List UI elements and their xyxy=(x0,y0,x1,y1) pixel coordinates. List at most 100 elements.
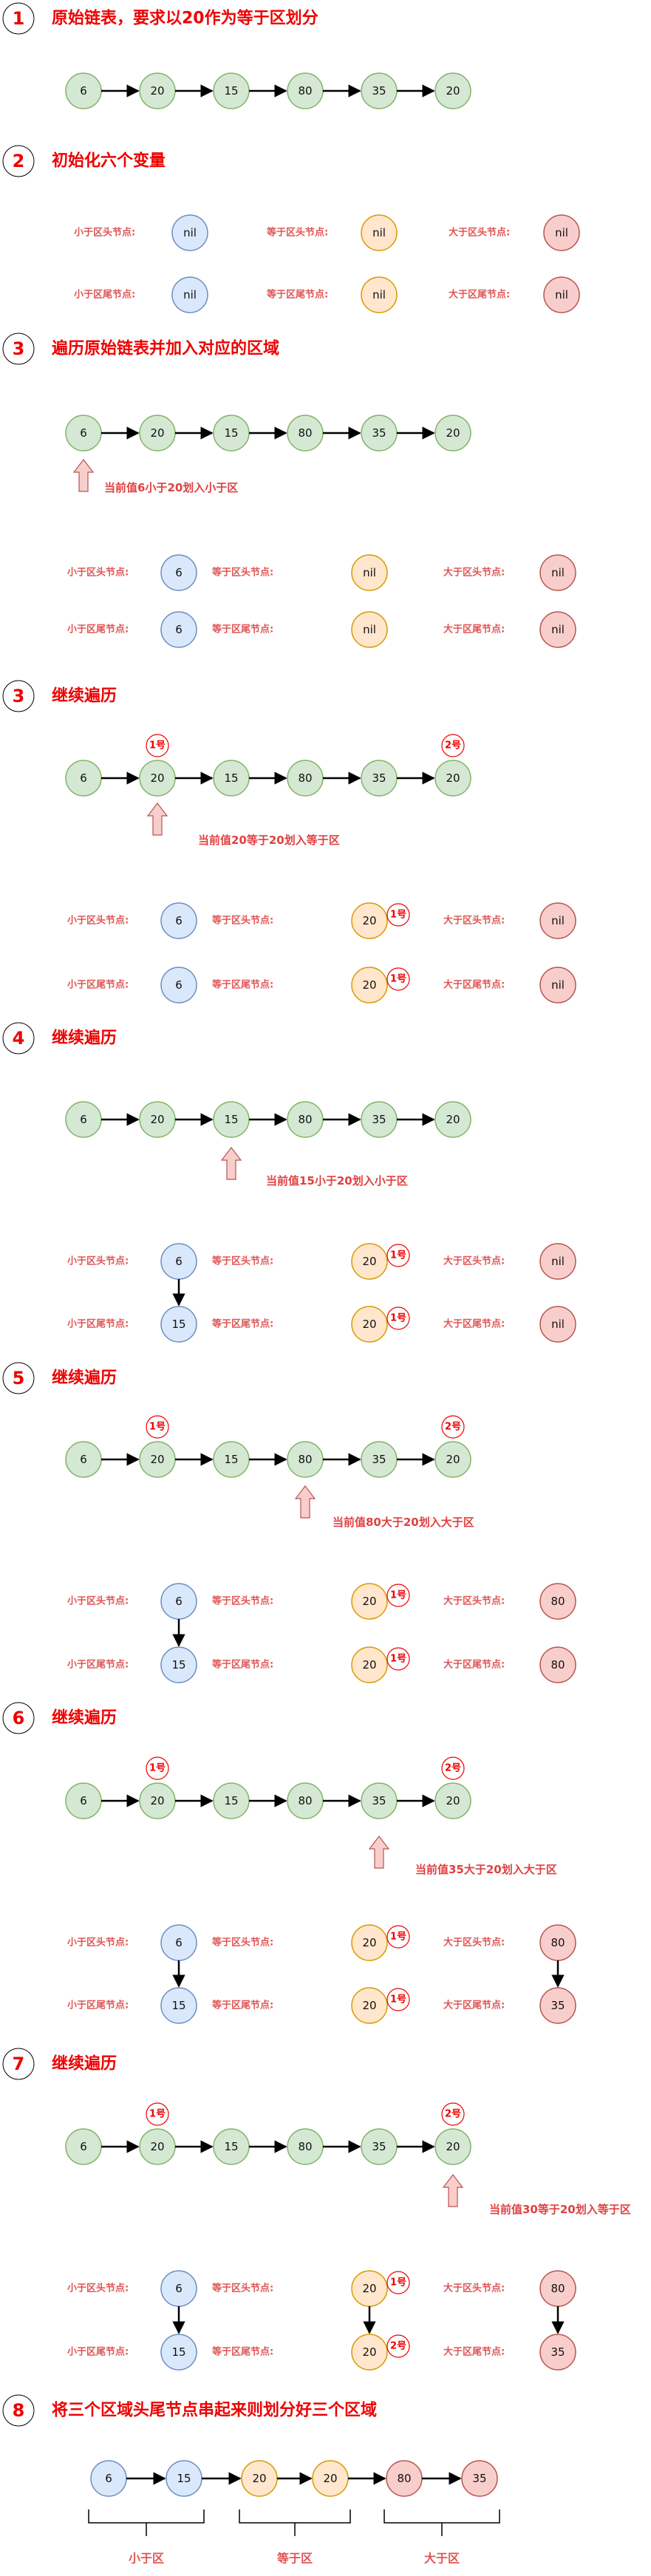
list-node-7-0-value: 6 xyxy=(80,2140,87,2153)
final-node-1-value: 15 xyxy=(177,2472,191,2485)
large-tail-node-6: 35 xyxy=(539,1987,576,2024)
equal_tail-label-7: 等于区尾节点: xyxy=(211,2346,273,2358)
list-node-5-4-value: 35 xyxy=(372,1453,386,1466)
small-tail-node-2-value: 6 xyxy=(175,623,183,636)
small-tail-node-6-circle xyxy=(160,1987,197,2024)
step-title: 继续遍历 xyxy=(52,1708,117,1728)
small_tail-label-7: 小于区尾节点: xyxy=(67,2346,129,2358)
large-tail-node-2: nil xyxy=(539,611,576,648)
equal-head-badge-5: 1号 xyxy=(386,1584,410,1607)
equal-head-badge-4: 1号 xyxy=(386,1244,410,1267)
step-title: 将三个区域头尾节点串起来则划分好三个区域 xyxy=(52,2401,377,2420)
large-head-node-5-circle xyxy=(539,1583,576,1620)
equal-head-badge-6-text: 1号 xyxy=(390,1932,406,1943)
large-tail-node-4-value: nil xyxy=(551,1318,565,1331)
small-tail-node-5: 15 xyxy=(160,1646,197,1683)
list-node-0-0-value: 6 xyxy=(80,84,87,98)
equal-tail-node-5-value: 20 xyxy=(362,1658,376,1672)
small-tail-node-5-circle xyxy=(160,1646,197,1683)
step-number-circle xyxy=(2,1022,35,1054)
large-tail-node-6-circle xyxy=(539,1987,576,2024)
large-head-node-2: nil xyxy=(539,554,576,591)
equal-head-badge-4-ring xyxy=(386,1244,410,1267)
current-pointer-arrow-5 xyxy=(294,1485,316,1519)
step-title: 初始化六个变量 xyxy=(52,151,166,171)
step-number: 7 xyxy=(13,2054,25,2074)
small-tail-node-1-value: nil xyxy=(183,288,197,301)
list-node-0-4-value: 35 xyxy=(372,84,386,98)
equal-head-badge-6-ring xyxy=(386,1925,410,1949)
step-number-circle xyxy=(2,1362,35,1394)
large_head-label-6: 大于区头节点: xyxy=(443,1937,505,1949)
list-node-0-5-value: 20 xyxy=(446,84,460,98)
small_head-label-2: 小于区头节点: xyxy=(67,567,129,579)
step-number-circle xyxy=(2,1702,35,1734)
step-title: 继续遍历 xyxy=(52,1029,117,1048)
step-number: 6 xyxy=(13,1708,25,1728)
equal-tail-node-7: 20 xyxy=(351,2334,388,2371)
equal-tail-badge-6: 1号 xyxy=(386,1988,410,2011)
list-badge1-3-text: 1号 xyxy=(149,740,166,752)
large-head-node-6-value: 80 xyxy=(551,1936,565,1949)
large-tail-node-1: nil xyxy=(543,276,580,313)
small-tail-node-4-circle xyxy=(160,1306,197,1343)
small-tail-node-3: 6 xyxy=(160,967,197,1004)
small_tail-label-6: 小于区尾节点: xyxy=(67,2000,129,2011)
equal-head-badge-7: 1号 xyxy=(386,2271,410,2294)
list-node-4-3: 80 xyxy=(287,1101,324,1138)
list-node-5-1-value: 20 xyxy=(150,1453,164,1466)
large_head-label-3: 大于区头节点: xyxy=(443,915,505,927)
small-tail-node-2-circle xyxy=(160,611,197,648)
list-node-2-2: 15 xyxy=(213,415,250,452)
large_tail-label-6: 大于区尾节点: xyxy=(443,2000,505,2011)
large_head-label-5: 大于区头节点: xyxy=(443,1595,505,1607)
small-tail-node-1-circle xyxy=(171,276,208,313)
equal-tail-node-2: nil xyxy=(351,611,388,648)
small_tail-label-3: 小于区尾节点: xyxy=(67,979,129,991)
list-node-2-4-value: 35 xyxy=(372,426,386,440)
small-tail-node-5-value: 15 xyxy=(171,1658,185,1672)
small-tail-node-6: 15 xyxy=(160,1987,197,2024)
list-node-4-1-value: 20 xyxy=(150,1113,164,1126)
small-tail-node-4-value: 15 xyxy=(171,1318,185,1331)
small-tail-node-7-circle xyxy=(160,2334,197,2371)
region-bracket-0 xyxy=(88,2509,205,2524)
step-title: 继续遍历 xyxy=(52,2054,117,2074)
list-node-4-1: 20 xyxy=(139,1101,176,1138)
equal-head-node-2-circle xyxy=(351,554,388,591)
final-node-2-value: 20 xyxy=(252,2472,266,2485)
large-head-node-1-circle xyxy=(543,214,580,251)
list-node-3-0-value: 6 xyxy=(80,771,87,785)
list-node-0-2: 15 xyxy=(213,72,250,109)
equal_tail-label-2: 等于区尾节点: xyxy=(211,624,273,636)
large-head-node-2-value: nil xyxy=(551,566,565,579)
list-badge2-7-text: 2号 xyxy=(445,2109,461,2120)
equal-head-badge-5-ring xyxy=(386,1584,410,1607)
list-node-5-5-circle xyxy=(434,1441,471,1478)
step-number: 8 xyxy=(13,2400,25,2421)
large_head-label-1: 大于区头节点: xyxy=(449,227,510,239)
small_tail-label-1: 小于区尾节点: xyxy=(74,289,135,301)
small-head-node-1: nil xyxy=(171,214,208,251)
large_tail-label-5: 大于区尾节点: xyxy=(443,1659,505,1671)
small-head-node-6-value: 6 xyxy=(175,1936,183,1949)
final-node-1: 15 xyxy=(166,2460,202,2497)
current-pointer-arrow-7 xyxy=(442,2174,464,2207)
large_tail-label-4: 大于区尾节点: xyxy=(443,1318,505,1330)
step-number: 4 xyxy=(13,1028,25,1049)
large-head-node-4: nil xyxy=(539,1243,576,1280)
step-number-circle xyxy=(2,145,35,177)
step-number: 5 xyxy=(13,1368,25,1388)
small-head-node-7-value: 6 xyxy=(175,2282,183,2295)
equal-tail-node-7-value: 20 xyxy=(362,2345,376,2359)
step-number-circle xyxy=(2,2,35,35)
step-title: 继续遍历 xyxy=(52,686,117,706)
list-badge2-5-ring xyxy=(441,1415,465,1439)
list-node-3-2: 15 xyxy=(213,760,250,797)
equal-tail-badge-3-ring xyxy=(386,967,410,991)
large-head-node-1: nil xyxy=(543,214,580,251)
equal-tail-node-6: 20 xyxy=(351,1987,388,2024)
region-bracket-1 xyxy=(239,2509,351,2524)
large_tail-label-2: 大于区尾节点: xyxy=(443,624,505,636)
